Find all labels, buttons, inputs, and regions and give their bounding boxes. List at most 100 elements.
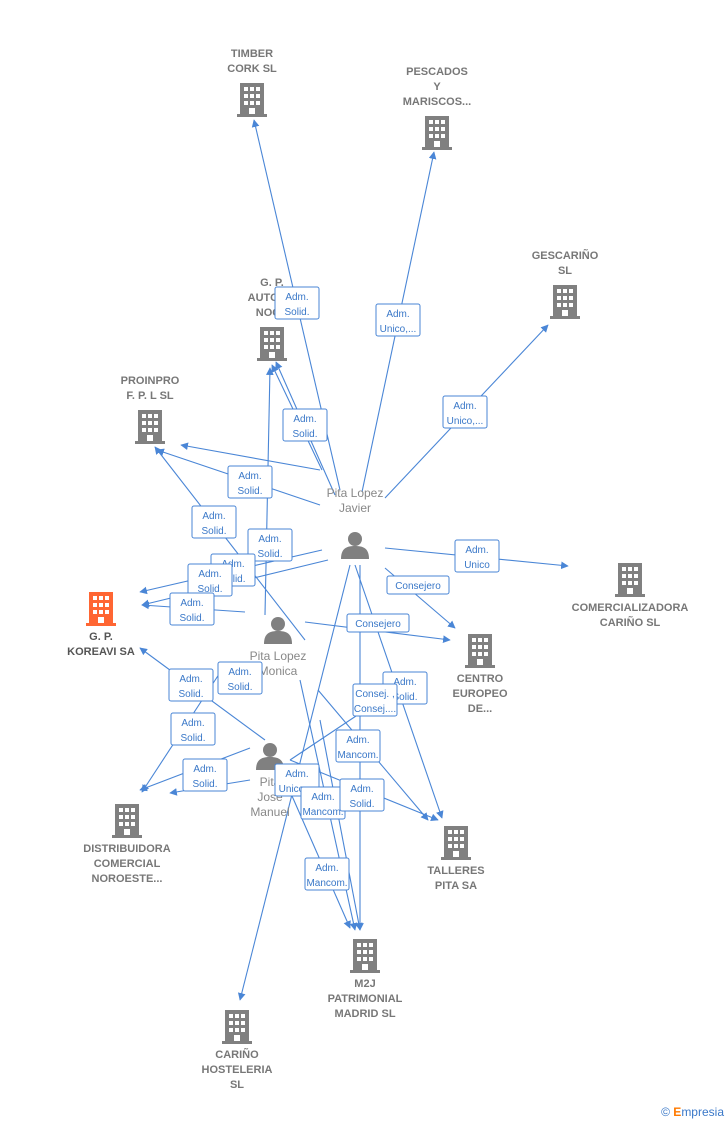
relation-label-text: Solid. xyxy=(257,549,282,560)
relation-label-text: Adm. xyxy=(179,674,202,685)
company-label: G. P. xyxy=(260,277,284,289)
company-label: EUROPEO xyxy=(452,688,507,700)
person-icon xyxy=(264,617,292,644)
relation-label-text: Solid. xyxy=(284,307,309,318)
relation-label-box[interactable]: Adm. Solid. xyxy=(182,758,228,792)
company-node-distribuidora[interactable]: DISTRIBUIDORA COMERCIAL NOROESTE... xyxy=(83,804,171,885)
relation-label-text: Adm. xyxy=(198,569,221,580)
relation-edge xyxy=(180,442,321,471)
building-icon xyxy=(422,116,452,150)
relation-label-text: Solid. xyxy=(180,733,205,744)
relation-label-text: Adm. xyxy=(393,677,416,688)
relation-label-box[interactable]: Adm. Solid. xyxy=(187,563,233,597)
relation-edge xyxy=(154,446,306,641)
relation-label-text: Adm. xyxy=(350,784,373,795)
relation-label-text: Solid. xyxy=(227,682,252,693)
company-label: Y xyxy=(433,81,441,93)
relation-label-box[interactable]: Adm.Solid. xyxy=(282,408,328,442)
relation-label-box[interactable]: Adm.Solid. xyxy=(191,505,237,539)
relation-edge xyxy=(319,719,363,931)
relation-edges xyxy=(139,119,569,1001)
company-label: PATRIMONIAL xyxy=(328,993,403,1005)
company-label: COMERCIALIZADORA xyxy=(572,602,689,614)
copyright-icon: © xyxy=(661,1105,670,1119)
relation-label-box[interactable]: Adm. Solid. xyxy=(170,712,216,746)
building-icon xyxy=(112,804,142,838)
company-node-koreavi[interactable]: G. P.KOREAVI SA xyxy=(67,592,135,658)
relation-label-text: Solid. xyxy=(197,584,222,595)
relation-label-box[interactable]: Consejero xyxy=(386,575,450,595)
relation-label-text: Adm. xyxy=(386,309,409,320)
company-label: SL xyxy=(558,265,572,277)
relation-label-text: Solid. xyxy=(220,574,245,585)
brand-logo-initial: E xyxy=(673,1105,682,1119)
company-label: G. P. xyxy=(89,631,113,643)
company-label: MARISCOS... xyxy=(403,96,471,108)
company-label: CENTRO xyxy=(457,673,504,685)
company-label: MADRID SL xyxy=(334,1008,395,1020)
relation-label-box[interactable]: Consej. ,Consej.... xyxy=(352,683,398,717)
company-label: CARIÑO xyxy=(215,1048,259,1061)
company-node-pescados[interactable]: PESCADOSYMARISCOS... xyxy=(403,66,471,150)
relation-label-box[interactable]: Adm.Mancom. xyxy=(304,857,350,891)
relation-label-text: Unico,... xyxy=(279,784,316,795)
relation-label-box[interactable]: Adm. Solid. xyxy=(217,661,263,695)
relation-label-box[interactable]: Adm. Unico,... xyxy=(442,395,488,429)
company-node-carino_host[interactable]: CARIÑO HOSTELERIA SL xyxy=(202,1010,273,1091)
relation-label-text: Solid. xyxy=(349,799,374,810)
relation-label-box[interactable]: Adm. Solid. xyxy=(168,668,214,702)
company-label: NOROESTE... xyxy=(92,873,163,885)
person-label: Javier xyxy=(339,501,371,515)
company-label: DE... xyxy=(468,703,492,715)
relation-label-text: Unico,... xyxy=(380,324,417,335)
relation-label-text: Adm. xyxy=(346,735,369,746)
relation-label-text: Adm. xyxy=(285,292,308,303)
company-label: HOSTELERIA xyxy=(202,1064,273,1076)
company-label: M2J xyxy=(354,978,375,990)
relation-label-text: Solid. xyxy=(178,689,203,700)
brand-logo-text: mpresia xyxy=(681,1105,724,1119)
relation-label-box[interactable]: Adm.Solid. xyxy=(227,465,273,499)
company-node-gescarino[interactable]: GESCARIÑO SL xyxy=(532,249,599,319)
relation-label-text: Adm. xyxy=(221,559,244,570)
building-icon xyxy=(257,327,287,361)
relation-label-text: Mancom. xyxy=(306,878,347,889)
relation-label-box[interactable]: Adm. Solid. xyxy=(274,286,320,320)
relation-label-box[interactable]: Adm. Unico,... xyxy=(375,303,421,337)
relation-label-text: Adm. xyxy=(193,764,216,775)
relation-label-box[interactable]: Adm.Solid. xyxy=(169,592,215,626)
relation-label-box[interactable]: Adm.Solid. xyxy=(247,528,293,562)
company-label: GESCARIÑO xyxy=(532,249,599,262)
relation-label-text: Solid. xyxy=(192,779,217,790)
relation-label-text: Adm. xyxy=(453,401,476,412)
relation-label-text: Unico,... xyxy=(447,416,484,427)
relation-label-text: Adm. xyxy=(228,667,251,678)
company-node-centro[interactable]: CENTRO EUROPEO DE... xyxy=(452,634,508,715)
relation-label-text: Adm. xyxy=(311,792,334,803)
relation-label-box[interactable]: Adm.Mancom. xyxy=(335,729,381,763)
relation-label-text: Adm. xyxy=(181,718,204,729)
brand-footer[interactable]: © Empresia xyxy=(661,1105,724,1119)
relation-label-box[interactable]: Adm.Mancom. xyxy=(300,786,346,820)
building-icon xyxy=(350,939,380,973)
building-icon xyxy=(441,826,471,860)
company-node-m2j[interactable]: M2J PATRIMONIAL MADRID SL xyxy=(328,939,403,1020)
company-label: TIMBER xyxy=(231,48,273,60)
company-label: DISTRIBUIDORA xyxy=(83,843,170,855)
relation-label-box[interactable]: Adm.Unico xyxy=(454,539,500,573)
company-label: COMERCIAL xyxy=(94,858,161,870)
relation-label-box[interactable]: Consejero xyxy=(346,613,410,633)
relation-label-text: Adm. xyxy=(293,414,316,425)
company-label: SL xyxy=(230,1079,244,1091)
relation-label-text: Adm. xyxy=(238,471,261,482)
company-label: PROINPRO xyxy=(121,375,180,387)
person-label: Pita Lopez xyxy=(250,649,307,663)
relation-label-box[interactable]: Adm. Solid. xyxy=(339,778,385,812)
